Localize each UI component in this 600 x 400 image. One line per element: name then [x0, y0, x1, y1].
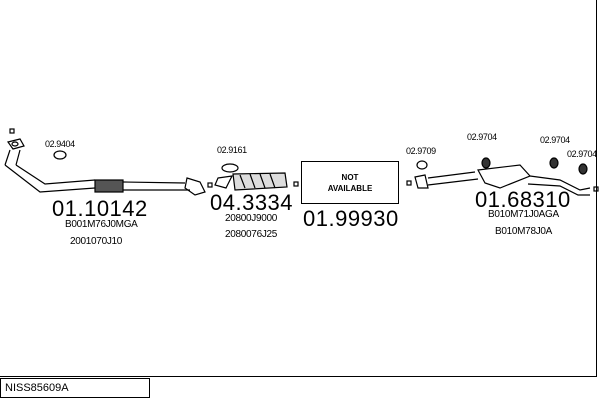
- gasket-label: 02.9709: [406, 146, 436, 156]
- gasket-label: 02.9404: [45, 139, 75, 149]
- gasket-label: 02.9704: [467, 132, 497, 142]
- front-pipe-drawing: [4, 128, 213, 196]
- part-number: 01.68310: [475, 187, 571, 212]
- part-number: 01.99930: [303, 206, 399, 231]
- oem-number: 2080076J25: [225, 229, 278, 240]
- catalyst-drawing: [214, 163, 299, 191]
- gasket-label: 02.9704: [567, 149, 597, 159]
- rear-muffler-drawing: [406, 157, 599, 196]
- oem-number: B010M78J0A: [495, 226, 553, 237]
- gasket-label: 02.9161: [217, 145, 247, 155]
- gasket-label: 02.9704: [540, 135, 570, 145]
- diagram-frame: [0, 0, 597, 377]
- oem-number: 20800J9000: [225, 213, 278, 224]
- oem-number: B010M71J0AGA: [488, 209, 559, 220]
- oem-number: 2001070J10: [70, 236, 123, 247]
- part-number: 01.10142: [52, 196, 148, 221]
- oem-number: B001M76J0MGA: [65, 219, 138, 230]
- part-number: 04.3334: [210, 190, 294, 215]
- diagram-reference: NISS85609A: [0, 378, 150, 398]
